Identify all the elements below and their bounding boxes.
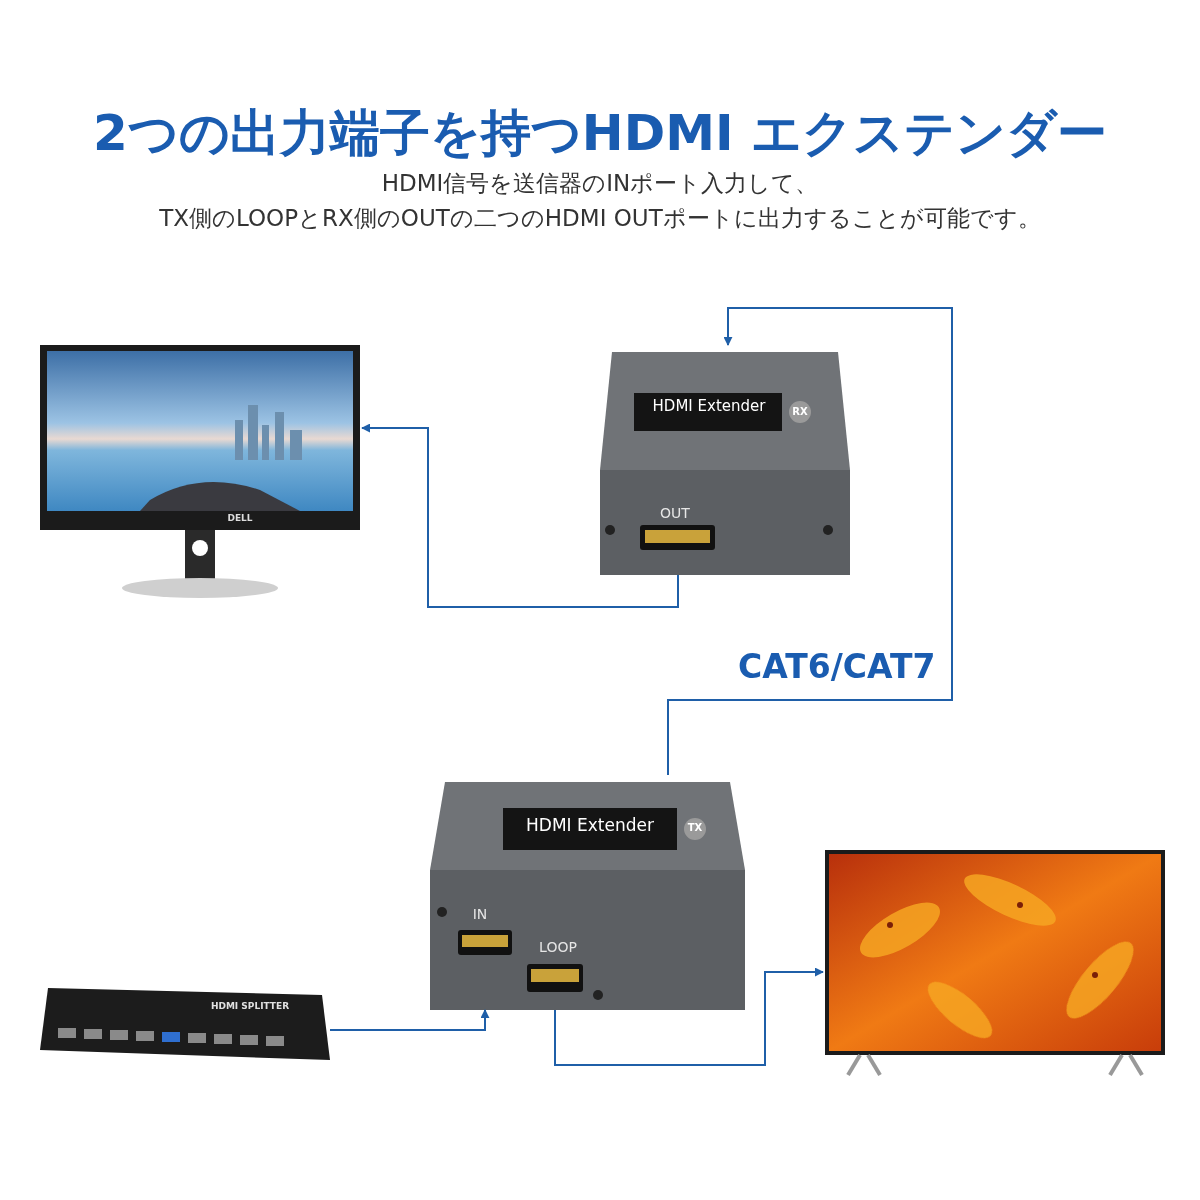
hdmi-port — [527, 964, 583, 992]
flower-spots — [887, 902, 1098, 978]
tv-illustration — [825, 850, 1165, 1075]
tv-frame — [825, 850, 1165, 1055]
splitter-ports — [58, 1028, 284, 1046]
flower-petals — [852, 864, 1144, 1047]
screw — [593, 990, 603, 1000]
badge — [789, 401, 811, 423]
screw — [437, 907, 447, 917]
box-front — [600, 470, 850, 575]
transmitter-box: HDMI Extender TX IN LOOP — [430, 775, 745, 1010]
brand-logo: DELL — [210, 513, 270, 523]
subtitle-line: TX側のLOOPとRX側のOUTの二つのHDMI OUTポートに出力することが可… — [0, 203, 1200, 234]
cable-connector — [362, 428, 678, 607]
cable-connector — [330, 1010, 485, 1030]
splitter-body — [40, 988, 330, 1060]
page-title: 2つの出力端子を持つHDMI エクステンダー — [0, 100, 1200, 167]
screw — [823, 525, 833, 535]
monitor-screen — [47, 351, 353, 511]
rocks — [140, 482, 300, 511]
device-name: HDMI SPLITTER — [190, 1001, 310, 1011]
cable-label: CAT6/CAT7 — [735, 648, 938, 686]
rx-box-illustration — [600, 352, 850, 575]
label-band — [634, 393, 782, 431]
box-front — [430, 870, 745, 1010]
stand-hole — [192, 540, 208, 556]
label-band — [503, 808, 677, 850]
monitor-stand — [185, 530, 215, 580]
screw — [605, 525, 615, 535]
monitor: DELL — [40, 345, 360, 600]
port-label: LOOP — [525, 939, 591, 955]
hdmi-port — [640, 525, 715, 550]
hdmi-splitter: HDMI SPLITTER — [40, 985, 330, 1065]
badge-text: TX — [684, 822, 706, 834]
splitter-illustration — [40, 988, 330, 1060]
port-contacts — [531, 969, 579, 982]
monitor-base — [122, 578, 278, 598]
subtitle-line: HDMI信号を送信器のINポート入力して、 — [0, 168, 1200, 199]
badge-text: RX — [789, 406, 811, 418]
box-top — [600, 352, 850, 470]
television — [825, 850, 1165, 1070]
cable-connector — [668, 308, 952, 775]
port-contacts — [645, 530, 710, 543]
monitor-bezel — [40, 345, 360, 530]
box-top — [430, 782, 745, 870]
tv-screen — [829, 854, 1161, 1051]
receiver-box: HDMI Extender RX OUT — [600, 345, 850, 575]
monitor-illustration — [40, 345, 360, 598]
port-contacts — [462, 935, 508, 947]
product-name: HDMI Extender — [505, 816, 675, 836]
tx-box-illustration — [430, 782, 745, 1010]
city-skyline — [235, 405, 302, 460]
port-label: IN — [460, 906, 500, 922]
port-label: OUT — [645, 505, 705, 521]
badge — [684, 818, 706, 840]
tv-legs — [848, 1055, 1142, 1075]
hdmi-port — [458, 930, 512, 955]
cable-connector — [555, 972, 823, 1065]
product-name: HDMI Extender — [636, 398, 782, 415]
